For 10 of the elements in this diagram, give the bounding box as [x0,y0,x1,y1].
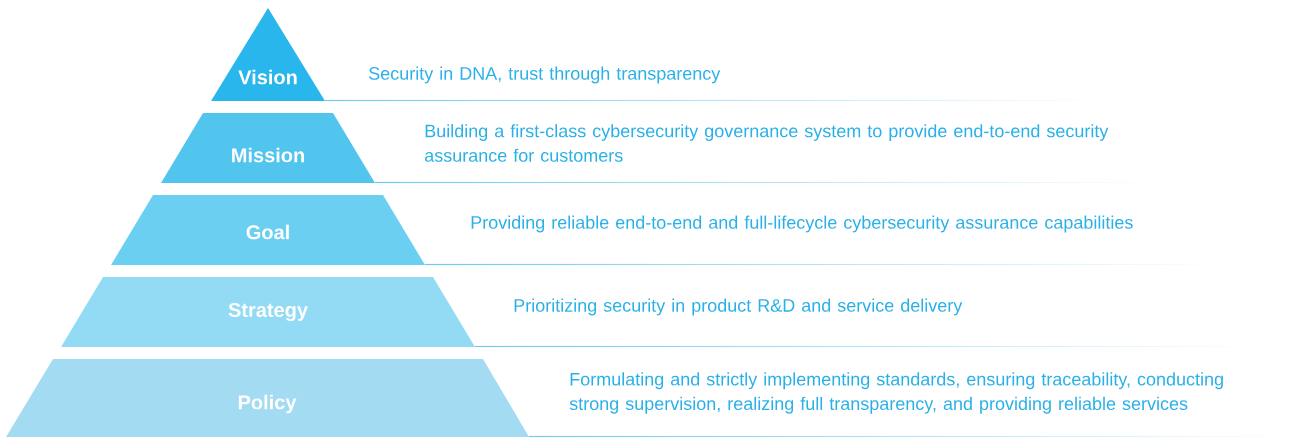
pyramid-layer: Goal [111,195,425,265]
pyramid-layer: Strategy [61,277,475,347]
pyramid-layer: Policy [6,359,529,437]
layer-description: Building a first-class cybersecurity governance system to provide end-to-end security assurance for customers [425,124,1109,162]
layer-description: Security in DNA, trust through transparency [369,66,721,84]
layer-description: Prioritizing security in product R&D and service delivery [514,298,963,316]
pyramid-layer: Vision [211,8,325,101]
layer-description: Providing reliable end-to-end and full-lifecycle cybersecurity assurance capabilities [471,215,1133,233]
layer-description: Formulating and strictly implementing standards, ensuring traceability, conducting strong supervision, realizing full transparency, and providing reliable services [569,372,1223,414]
pyramid-layer: Mission [161,113,375,183]
